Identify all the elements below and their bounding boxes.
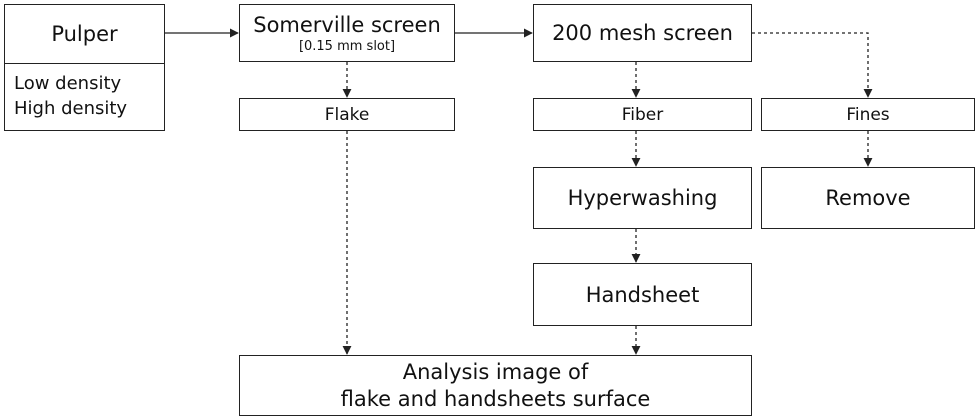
pulper-options: Low density High density — [5, 64, 164, 121]
analysis-box: Analysis image of flake and handsheets s… — [239, 355, 752, 416]
somerville-screen-subtitle: [0.15 mm slot] — [298, 38, 396, 54]
pulper-option-low: Low density — [14, 73, 122, 94]
fiber-box: Fiber — [533, 98, 752, 131]
handsheet-box: Handsheet — [533, 263, 752, 326]
somerville-screen-box: Somerville screen [0.15 mm slot] — [239, 4, 455, 62]
pulper-option-high: High density — [14, 98, 128, 119]
flake-box: Flake — [239, 98, 455, 131]
mesh-screen-box: 200 mesh screen — [533, 4, 752, 62]
arrow-mesh-to-fines — [752, 32, 873, 98]
somerville-screen-title: Somerville screen — [253, 12, 441, 37]
pulper-title: Pulper — [5, 5, 164, 64]
pulper-box: Pulper Low density High density — [4, 4, 165, 131]
analysis-line-2: flake and handsheets surface — [340, 386, 651, 411]
analysis-line-1: Analysis image of — [402, 359, 589, 384]
hyperwashing-box: Hyperwashing — [533, 167, 752, 229]
fines-box: Fines — [761, 98, 975, 131]
remove-box: Remove — [761, 167, 975, 229]
